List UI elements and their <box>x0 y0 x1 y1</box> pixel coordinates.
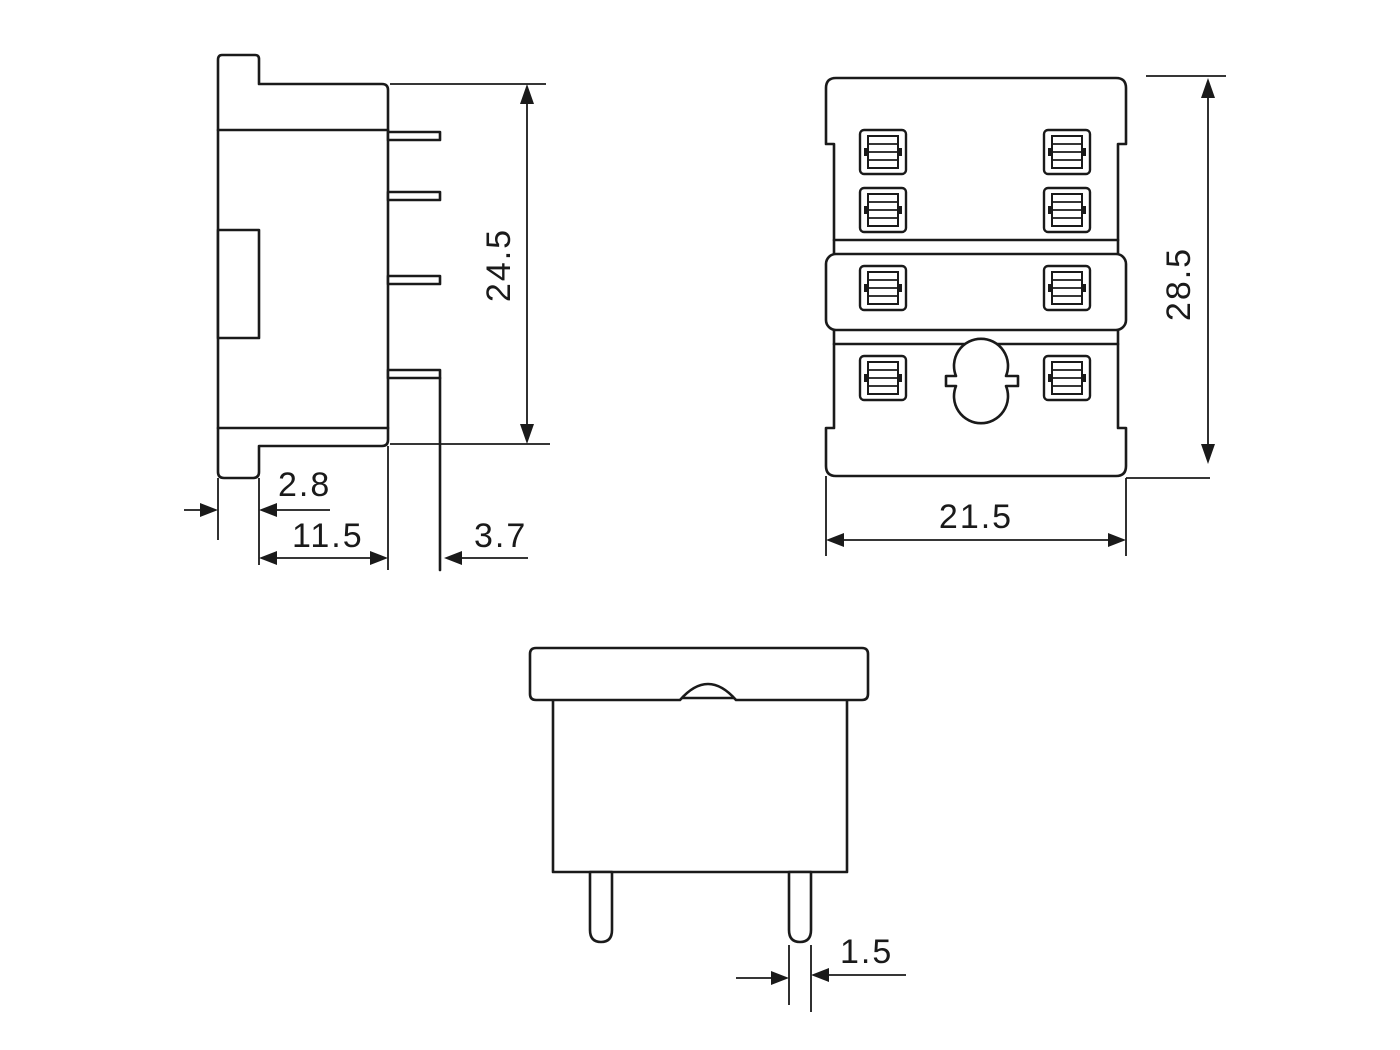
dim-top-height-label: 28.5 <box>1160 247 1198 321</box>
side-pin-4 <box>386 368 442 380</box>
side-view-clip <box>216 228 261 340</box>
dim-top-width-label: 21.5 <box>939 498 1013 536</box>
dim-pin-length-label: 3.7 <box>474 517 527 555</box>
front-pin-left <box>588 870 614 944</box>
dim-11-5-arrow-left <box>259 551 277 565</box>
side-pin-2 <box>386 190 442 202</box>
terminal-2 <box>1042 128 1092 176</box>
key-hole <box>944 337 1020 425</box>
dim-21-5-arrow-left <box>826 533 844 547</box>
terminal-3 <box>858 186 908 234</box>
dim-21-5-arrow-right <box>1108 533 1126 547</box>
terminal-5 <box>858 264 908 312</box>
dim-24-5-arrow-bottom <box>520 424 534 444</box>
dim-side-width-label: 11.5 <box>292 517 364 555</box>
side-pin-3 <box>386 274 442 286</box>
dim-24-5-arrow-top <box>520 84 534 104</box>
terminal-7 <box>858 354 908 402</box>
dim-3-7-arrow <box>444 551 462 565</box>
top-view: 28.5 21.5 <box>824 75 1226 556</box>
dim-side-height-label: 24.5 <box>480 228 518 302</box>
front-view-cap <box>528 646 870 702</box>
side-pin-1 <box>386 130 442 142</box>
front-pin-right <box>787 870 813 944</box>
dim-1-5-arrow-right <box>811 968 829 982</box>
dim-28-5-arrow-bottom <box>1201 444 1215 464</box>
terminal-6 <box>1042 264 1092 312</box>
terminal-4 <box>1042 186 1092 234</box>
dim-28-5-arrow-top <box>1201 78 1215 98</box>
terminal-1 <box>858 128 908 176</box>
side-view-outline <box>216 53 390 480</box>
dim-11-5-arrow-right <box>370 551 388 565</box>
dim-1-5-arrow-left <box>771 971 789 985</box>
dim-flange-label: 2.8 <box>278 466 331 504</box>
side-view: 24.5 2.8 11.5 3.7 <box>184 53 550 572</box>
dim-2-8-arrow-right <box>259 503 277 517</box>
terminal-8 <box>1042 354 1092 402</box>
dim-pin-diameter-label: 1.5 <box>840 933 893 971</box>
front-view-body <box>551 696 849 874</box>
front-view: 1.5 <box>528 646 906 1012</box>
dim-2-8-arrow-left <box>200 503 218 517</box>
